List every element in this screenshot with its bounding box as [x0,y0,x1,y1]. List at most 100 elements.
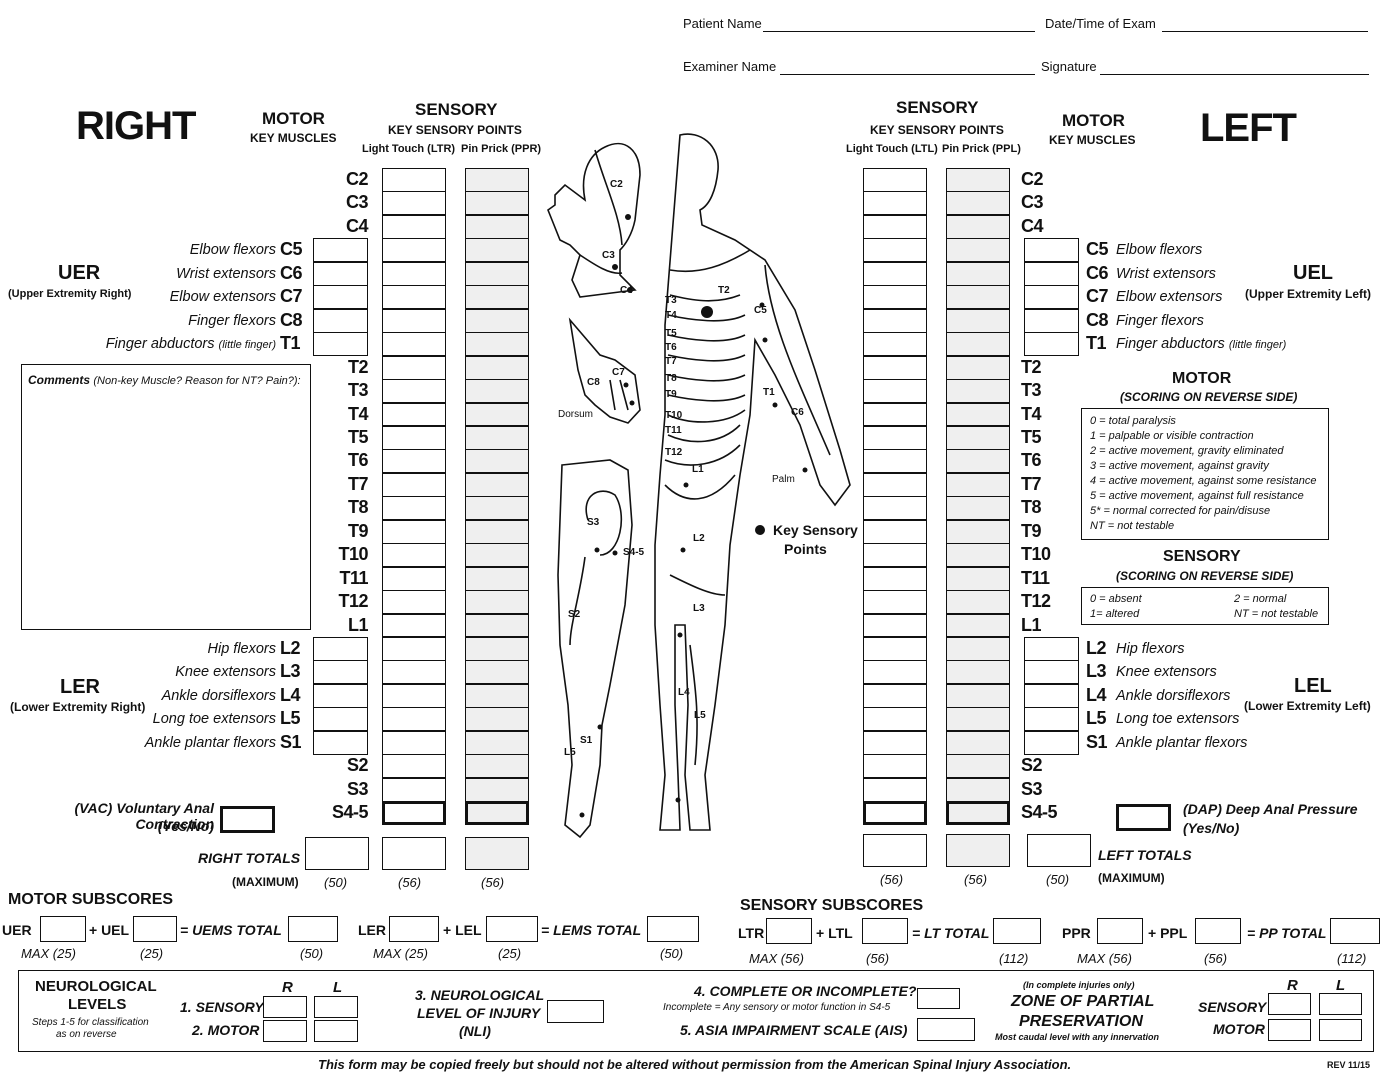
right-lt-cell-t7[interactable] [382,472,446,497]
right-pp-cell-l2[interactable] [465,637,529,661]
left-pp-cell-t12[interactable] [946,590,1010,615]
left-lt-cell-t4[interactable] [863,402,927,427]
left-motor-cell-c7[interactable] [1024,285,1079,310]
right-motor-cell-c8[interactable] [313,308,368,333]
left-pp-cell-c4[interactable] [946,214,1010,239]
left-lt-cell-t2[interactable] [863,355,927,380]
right-lt-cell-c3[interactable] [382,191,446,216]
right-pp-cell-s1[interactable] [465,730,529,755]
right-lt-cell-l4[interactable] [382,683,446,708]
left-lt-cell-t11[interactable] [863,566,927,591]
zpp-motor-l-input[interactable] [1319,1019,1362,1041]
left-lt-cell-s2[interactable] [863,754,927,779]
right-motor-cell-l4[interactable] [313,683,368,708]
ais-input[interactable] [917,1018,975,1041]
ppr-subscore-input[interactable] [1097,918,1143,944]
left-motor-cell-c5[interactable] [1024,238,1079,263]
right-motor-cell-c6[interactable] [313,261,368,286]
left-pp-cell-t2[interactable] [946,355,1010,380]
right-pp-cell-l3[interactable] [465,660,529,685]
left-pp-cell-l3[interactable] [946,660,1010,685]
left-pp-cell-s1[interactable] [946,730,1010,755]
right-lt-cell-t11[interactable] [382,566,446,591]
right-lt-cell-l5[interactable] [382,707,446,732]
complete-incomplete-input[interactable] [917,988,960,1009]
left-pp-cell-c5[interactable] [946,238,1010,263]
left-lt-cell-c4[interactable] [863,214,927,239]
right-pp-cell-t11[interactable] [465,566,529,591]
left-lt-cell-l4[interactable] [863,683,927,708]
left-lt-cell-c2[interactable] [863,168,927,192]
left-lt-cell-t6[interactable] [863,449,927,474]
left-pp-cell-t11[interactable] [946,566,1010,591]
zpp-sensory-r-input[interactable] [1268,993,1311,1015]
left-pp-cell-c6[interactable] [946,261,1010,286]
neuro-motor-r-input[interactable] [263,1020,307,1042]
right-pp-cell-t9[interactable] [465,519,529,544]
left-pp-cell-t10[interactable] [946,543,1010,568]
ler-subscore-input[interactable] [389,916,439,942]
left-pp-cell-t1[interactable] [946,332,1010,357]
right-lt-cell-s1[interactable] [382,730,446,755]
right-lt-cell-s3[interactable] [382,777,446,802]
neuro-sensory-r-input[interactable] [263,996,307,1018]
right-pp-cell-t6[interactable] [465,449,529,474]
left-pp-cell-l5[interactable] [946,707,1010,732]
right-lt-cell-s2[interactable] [382,754,446,779]
left-lt-cell-c6[interactable] [863,261,927,286]
left-lt-cell-l2[interactable] [863,637,927,661]
left-pp-cell-c3[interactable] [946,191,1010,216]
left-pp-cell-c7[interactable] [946,285,1010,310]
pp-total-input[interactable] [1330,918,1380,944]
right-lt-cell-l2[interactable] [382,637,446,661]
left-lt-cell-t9[interactable] [863,519,927,544]
vac-input[interactable] [220,806,275,833]
right-lt-cell-c8[interactable] [382,308,446,333]
left-lt-cell-t3[interactable] [863,379,927,403]
examiner-name-field[interactable] [780,74,1035,75]
left-lt-cell-c5[interactable] [863,238,927,263]
lt-total-input[interactable] [993,918,1041,944]
left-lt-cell-l1[interactable] [863,613,927,638]
right-motor-total[interactable] [305,837,369,870]
left-lt-cell-t10[interactable] [863,543,927,568]
left-lt-cell-s1[interactable] [863,730,927,755]
lems-total-input[interactable] [647,916,699,942]
left-lt-cell-c8[interactable] [863,308,927,333]
right-pp-cell-t2[interactable] [465,355,529,380]
signature-field[interactable] [1100,74,1369,75]
right-lt-cell-t6[interactable] [382,449,446,474]
left-pp-cell-t9[interactable] [946,519,1010,544]
right-motor-cell-c5[interactable] [313,238,368,263]
right-lt-cell-c5[interactable] [382,238,446,263]
right-lt-cell-l1[interactable] [382,613,446,638]
left-pp-cell-l4[interactable] [946,683,1010,708]
right-pp-cell-t12[interactable] [465,590,529,615]
right-pp-cell-t5[interactable] [465,425,529,450]
left-motor-total[interactable] [1027,834,1091,867]
right-pp-cell-l1[interactable] [465,613,529,638]
left-lt-cell-l5[interactable] [863,707,927,732]
left-motor-cell-c8[interactable] [1024,308,1079,333]
right-pp-cell-c2[interactable] [465,168,529,192]
nli-input[interactable] [547,1000,604,1023]
right-pp-cell-l5[interactable] [465,707,529,732]
left-pp-cell-t4[interactable] [946,402,1010,427]
right-pp-cell-s3[interactable] [465,777,529,802]
right-pp-total[interactable] [465,837,529,870]
date-time-field[interactable] [1162,31,1368,32]
right-pp-cell-s2[interactable] [465,754,529,779]
right-lt-cell-c6[interactable] [382,261,446,286]
left-lt-cell-t12[interactable] [863,590,927,615]
left-pp-cell-l1[interactable] [946,613,1010,638]
right-lt-cell-s4-5[interactable] [382,801,446,826]
right-pp-cell-t8[interactable] [465,496,529,521]
left-pp-cell-t6[interactable] [946,449,1010,474]
right-lt-cell-t1[interactable] [382,332,446,357]
left-motor-cell-l2[interactable] [1024,637,1079,661]
comments-box[interactable]: Comments (Non-key Muscle? Reason for NT?… [21,364,311,630]
dap-input[interactable] [1116,804,1171,831]
right-pp-cell-l4[interactable] [465,683,529,708]
left-pp-cell-c2[interactable] [946,168,1010,192]
neuro-sensory-l-input[interactable] [314,996,358,1018]
